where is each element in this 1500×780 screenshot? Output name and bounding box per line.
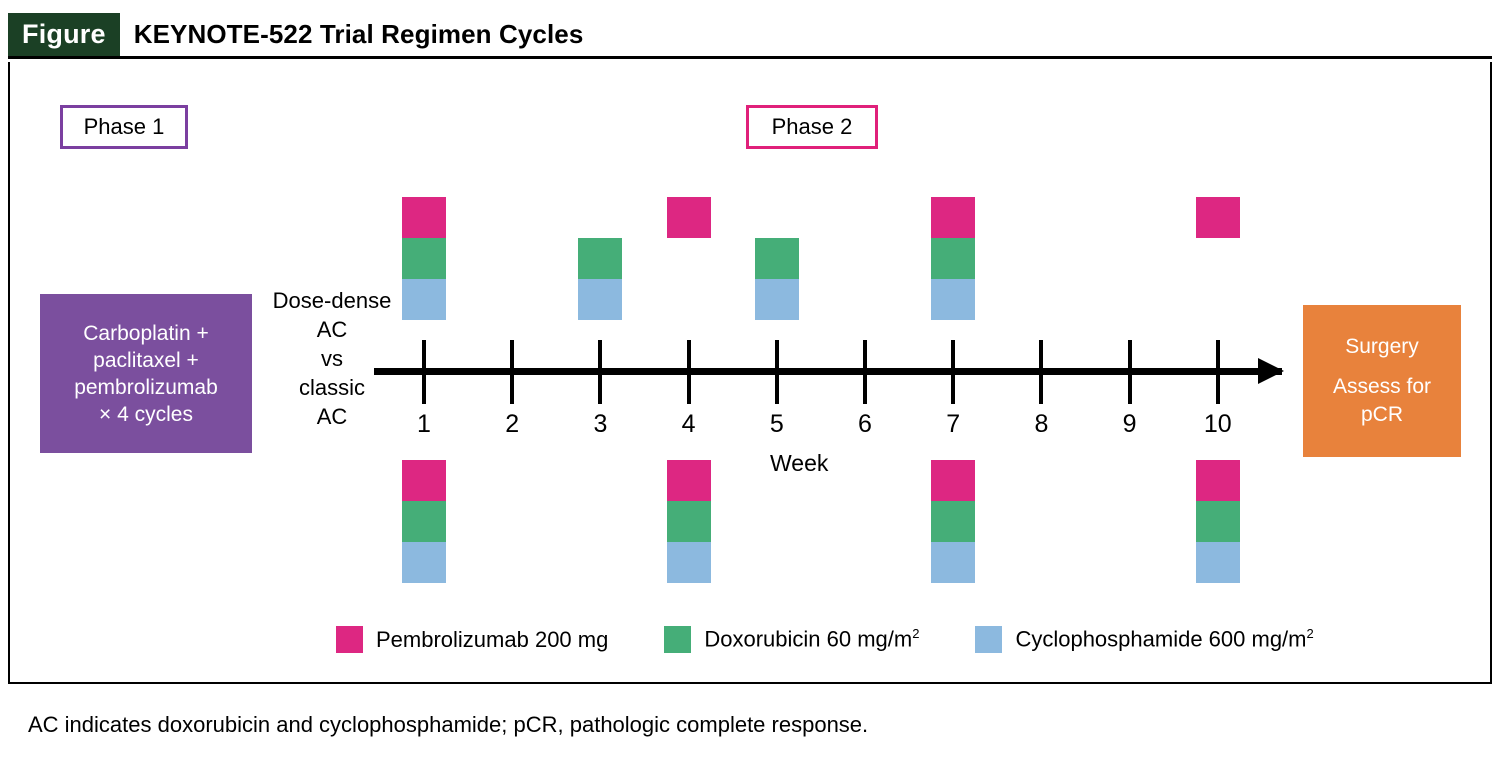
bar-stack-above-axis-week-5 [754, 238, 799, 320]
arm-label-line-2: AC [316, 317, 348, 342]
bar-segment-cyclophosphamide [666, 542, 711, 583]
axis-tick-label-week-5: 5 [769, 410, 784, 438]
timeline-arrow-icon [1258, 358, 1284, 384]
bar-stack-above-axis-week-1 [402, 197, 446, 320]
legend-label-2: Cyclophosphamide 600 mg/m2 [1015, 626, 1314, 652]
bar-segment-pembrolizumab [402, 460, 446, 501]
axis-tick-label-week-10: 10 [1203, 410, 1232, 438]
induction-line-2: paclitaxel + [93, 348, 199, 372]
axis-tick-label-week-7: 7 [946, 410, 961, 438]
bar-segment-doxorubicin [931, 501, 976, 542]
legend-swatch-1 [664, 626, 692, 653]
axis-tick-label-week-1: 1 [417, 410, 431, 438]
bar-segment-doxorubicin [402, 501, 446, 542]
axis-tick-week-7 [951, 340, 956, 404]
bar-segment-cyclophosphamide [402, 279, 446, 320]
surgery-line-2: Assess for [1332, 375, 1432, 398]
bar-segment-pembrolizumab [931, 460, 976, 501]
bar-segment-pembrolizumab [1195, 197, 1240, 238]
legend-item-1: Doxorubicin 60 mg/m2 [664, 626, 919, 653]
bar-segment-doxorubicin [666, 501, 711, 542]
bar-segment-doxorubicin [754, 238, 799, 279]
legend-swatch-2 [975, 626, 1003, 653]
bar-segment-cyclophosphamide [402, 542, 446, 583]
axis-tick-label-week-9: 9 [1122, 410, 1137, 438]
bar-segment-pembrolizumab [402, 197, 446, 238]
legend-label-0: Pembrolizumab 200 mg [376, 626, 609, 652]
bar-segment-cyclophosphamide [754, 279, 799, 320]
axis-tick-week-10 [1215, 340, 1220, 404]
legend-item-0: Pembrolizumab 200 mg [336, 626, 608, 653]
bar-segment-pembrolizumab [666, 197, 711, 238]
bar-segment-cyclophosphamide [931, 279, 976, 320]
surgery-line-3: pCR [1360, 403, 1403, 426]
axis-tick-label-week-2: 2 [505, 410, 520, 438]
bar-stack-above-axis-week-3 [578, 238, 623, 320]
surgery-line-1: Surgery [1345, 335, 1419, 358]
axis-tick-label-week-3: 3 [593, 410, 608, 438]
bar-segment-doxorubicin [1195, 501, 1240, 542]
bar-stack-above-axis-week-4 [666, 197, 711, 238]
bar-segment-cyclophosphamide [1195, 542, 1240, 583]
bar-stack-below-axis-week-10 [1195, 460, 1240, 583]
axis-tick-week-5 [774, 340, 779, 404]
arm-label-line-4: classic [298, 375, 365, 400]
treatment-arm-label: Dose-dense AC vs classic AC [262, 286, 402, 431]
axis-tick-week-2 [510, 340, 515, 404]
induction-line-3: pembrolizumab [74, 375, 218, 399]
bar-stack-above-axis-week-7 [931, 197, 976, 320]
figure-footnote: AC indicates doxorubicin and cyclophosph… [28, 712, 869, 737]
bar-stack-above-axis-week-10 [1195, 197, 1240, 238]
arm-label-line-5: AC [316, 404, 348, 429]
axis-tick-label-week-8: 8 [1034, 410, 1049, 438]
arm-label-line-3: vs [321, 346, 343, 371]
legend: Pembrolizumab 200 mg Doxorubicin 60 mg/m2… [336, 626, 1314, 653]
phase-1-label: Phase 1 [60, 105, 188, 149]
figure-title: KEYNOTE-522 Trial Regimen Cycles [133, 19, 584, 49]
axis-tick-label-week-6: 6 [858, 410, 872, 438]
induction-line-1: Carboplatin + [83, 321, 209, 345]
axis-tick-week-9 [1127, 340, 1132, 404]
figure-badge: Figure [8, 13, 120, 56]
axis-tick-week-6 [863, 340, 867, 404]
arm-label-line-1: Dose-dense [272, 288, 392, 313]
bar-segment-pembrolizumab [1195, 460, 1240, 501]
bar-stack-below-axis-week-4 [666, 460, 711, 583]
timeline-axis [374, 368, 1282, 375]
bar-segment-pembrolizumab [666, 460, 711, 501]
bar-segment-doxorubicin [402, 238, 446, 279]
bar-stack-below-axis-week-1 [402, 460, 446, 583]
bar-segment-cyclophosphamide [578, 279, 623, 320]
figure-header: Figure KEYNOTE-522 Trial Regimen Cycles [8, 13, 1492, 59]
induction-line-4: × 4 cycles [99, 402, 193, 426]
bar-segment-pembrolizumab [931, 197, 976, 238]
bar-segment-cyclophosphamide [931, 542, 976, 583]
legend-item-2: Cyclophosphamide 600 mg/m2 [975, 626, 1314, 653]
axis-tick-week-3 [598, 340, 603, 404]
legend-label-1: Doxorubicin 60 mg/m2 [704, 626, 920, 652]
axis-tick-week-1 [422, 340, 426, 404]
axis-tick-week-4 [686, 340, 691, 404]
bar-segment-doxorubicin [578, 238, 623, 279]
surgery-outcome-box: Surgery Assess for pCR [1303, 305, 1461, 457]
axis-title: Week [770, 450, 829, 476]
legend-swatch-0 [336, 626, 363, 653]
phase-2-label: Phase 2 [746, 105, 878, 149]
bar-segment-doxorubicin [931, 238, 976, 279]
induction-regimen-box: Carboplatin + paclitaxel + pembrolizumab… [40, 294, 252, 453]
bar-stack-below-axis-week-7 [931, 460, 976, 583]
axis-tick-week-8 [1039, 340, 1044, 404]
axis-tick-label-week-4: 4 [681, 410, 696, 438]
